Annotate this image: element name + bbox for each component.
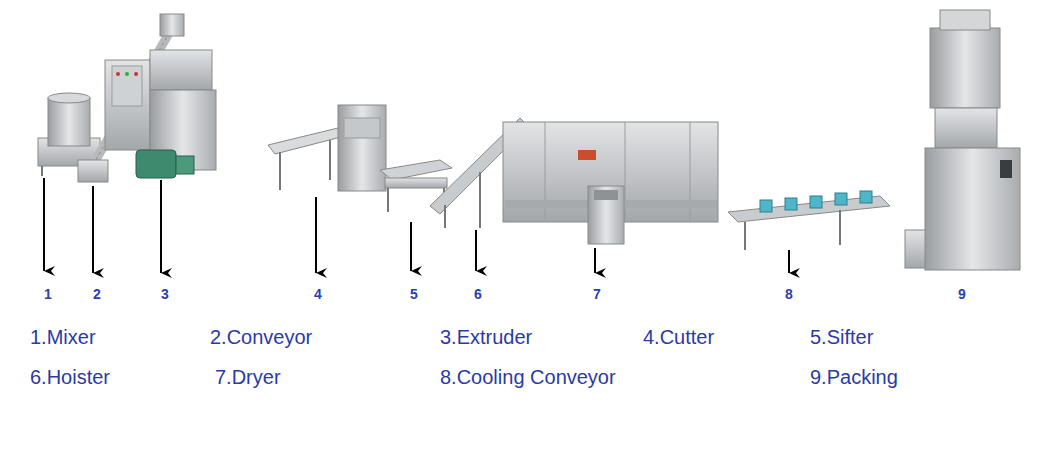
- packing-machine: [905, 10, 1020, 270]
- extruder-machine: [105, 50, 216, 178]
- leader-arrows: [44, 178, 789, 273]
- callout-number: 8: [785, 286, 793, 302]
- callout-number: 5: [410, 286, 418, 302]
- callout-number: 9: [958, 286, 966, 302]
- callout-number: 6: [474, 286, 482, 302]
- legend-text: 7.Dryer: [215, 366, 281, 389]
- legend-text: 2.Conveyor: [210, 326, 312, 349]
- callout-number: 1: [44, 286, 52, 302]
- dryer-machine: [503, 122, 718, 244]
- legend-text: 6.Hoister: [30, 366, 110, 389]
- legend-text: 3.Extruder: [440, 326, 532, 349]
- legend-text: 4.Cutter: [643, 326, 714, 349]
- callout-number: 3: [161, 286, 169, 302]
- legend-text: 8.Cooling Conveyor: [440, 366, 616, 389]
- cutter-machine: [268, 105, 386, 191]
- legend-text: 1.Mixer: [30, 326, 96, 349]
- callout-number: 2: [93, 286, 101, 302]
- cooling-conveyor: [728, 191, 890, 250]
- callout-number: 4: [314, 286, 322, 302]
- legend-text: 9.Packing: [810, 366, 898, 389]
- legend-text: 5.Sifter: [810, 326, 873, 349]
- callout-number: 7: [593, 286, 601, 302]
